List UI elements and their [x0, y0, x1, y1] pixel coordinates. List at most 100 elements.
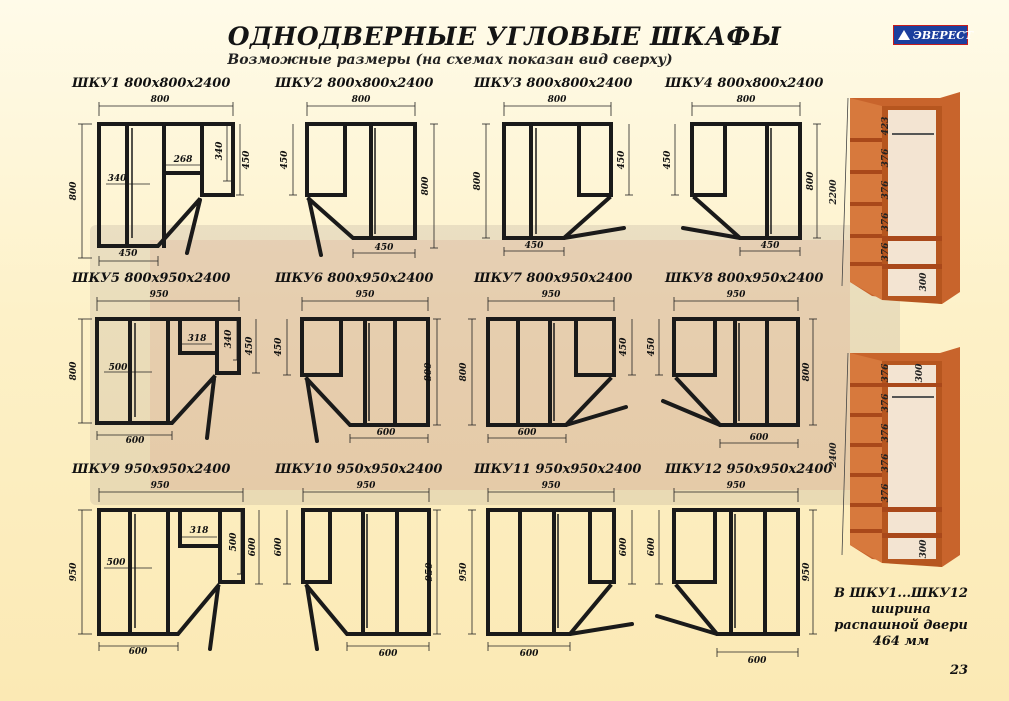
scheme-caption: ШКУ10 950x950x2400	[275, 462, 443, 477]
scheme-caption: ШКУ6 800x950x2400	[275, 271, 434, 286]
dim-a: 268	[173, 155, 194, 165]
dim-depth: 950	[459, 562, 469, 582]
logo-text: ЭВЕРЕСТ	[913, 28, 974, 42]
scheme-card: ШКУ4 800x800x2400 800 800 450 450	[663, 76, 855, 271]
scheme-caption: ШКУ11 950x950x2400	[474, 462, 642, 477]
dim-c: 450	[274, 337, 284, 357]
dim-c: 450	[647, 337, 657, 357]
dim-b: 500	[229, 532, 239, 552]
dim-depth: 950	[69, 562, 79, 582]
dim-b: 340	[224, 329, 234, 349]
dim-d: 500	[107, 558, 127, 568]
wardrobe-2400-render: 2400 376 300 376 376 376 376 300	[829, 347, 960, 567]
scheme-plan: 950 950 318 500 600 500 600	[69, 481, 263, 657]
dim-e: 450	[761, 241, 781, 251]
scheme-plan: 800 800 450 450	[473, 95, 633, 256]
dim-e: 600	[126, 436, 146, 446]
scheme-plan: 800 800 450 450	[280, 95, 438, 258]
dim-width: 800	[151, 95, 171, 105]
dim-b: 340	[215, 141, 225, 161]
height-label: 2400	[829, 442, 839, 469]
dim-width: 800	[548, 95, 568, 105]
dim-e: 450	[119, 249, 139, 259]
scheme-caption: ШКУ5 800x950x2400	[72, 271, 231, 286]
dim-e: 600	[129, 647, 149, 657]
shelf-label: 300	[919, 539, 929, 559]
dim-width: 950	[727, 481, 747, 491]
dim-depth: 800	[424, 362, 434, 382]
page-subtitle: Возможные размеры (на схемах показан вид…	[227, 52, 673, 68]
scheme-card: ШКУ1 800x800x2400 800 800 268 340 450 34…	[69, 76, 262, 271]
shelf-label: 376	[881, 393, 891, 413]
dim-c: 450	[619, 337, 629, 357]
dim-c: 450	[617, 150, 627, 170]
mountain-icon	[898, 30, 910, 40]
scheme-caption: ШКУ7 800x950x2400	[474, 271, 633, 286]
dim-c: 600	[274, 537, 284, 557]
dim-a: 318	[188, 334, 208, 344]
shelf-label: 376	[881, 212, 891, 232]
scheme-card: ШКУ5 800x950x2400 950 800 318 340 450 50…	[69, 271, 262, 466]
dim-c: 450	[663, 150, 673, 170]
shelf-label: 376	[881, 242, 891, 262]
shelf-label: 376	[881, 423, 891, 443]
page-number: 23	[950, 663, 969, 678]
height-label: 2200	[829, 179, 839, 206]
scheme-caption: ШКУ3 800x800x2400	[474, 76, 633, 91]
scheme-plan: 950 950 600 600	[274, 481, 441, 659]
wardrobe-2200-render: 2200 423 376 376 376 376 300	[829, 92, 960, 304]
dim-width: 950	[357, 481, 377, 491]
dim-c: 600	[619, 537, 629, 557]
scheme-card: ШКУ12 950x950x2400 950 950 600 600	[647, 462, 855, 666]
dim-width: 950	[727, 290, 747, 300]
scheme-plan: 950 950 600 600	[459, 481, 636, 659]
dim-width: 950	[356, 290, 376, 300]
note-line: ширина	[871, 602, 931, 617]
shelf-label: 423	[881, 117, 891, 136]
scheme-caption: ШКУ9 950x950x2400	[72, 462, 231, 477]
dim-width: 950	[542, 481, 562, 491]
scheme-card: ШКУ11 950x950x2400 950 950 600 600	[459, 462, 664, 659]
dim-depth: 800	[69, 181, 79, 201]
dim-e: 600	[379, 649, 399, 659]
scheme-caption: ШКУ4 800x800x2400	[665, 76, 824, 91]
dim-width: 800	[737, 95, 757, 105]
dim-e: 600	[748, 656, 768, 666]
scheme-card: ШКУ6 800x950x2400 950 800 450 600	[274, 271, 465, 466]
dim-width: 800	[352, 95, 372, 105]
dim-e: 600	[750, 433, 770, 443]
dim-e: 600	[518, 428, 538, 438]
dim-c: 450	[280, 150, 290, 170]
scheme-caption: ШКУ1 800x800x2400	[72, 76, 231, 91]
dim-d: 500	[109, 363, 129, 373]
scheme-caption: ШКУ8 800x950x2400	[665, 271, 824, 286]
dim-e: 600	[520, 649, 540, 659]
scheme-plan: 950 800 318 340 450 500 600	[69, 290, 260, 446]
scheme-plan: 950 950 600 600	[647, 481, 817, 666]
dim-width: 950	[150, 290, 170, 300]
note-line: 464 мм	[872, 634, 930, 649]
scheme-card: ШКУ7 800x950x2400 950 800 450 600	[459, 271, 664, 466]
dim-c: 450	[245, 336, 255, 356]
scheme-caption: ШКУ2 800x800x2400	[275, 76, 434, 91]
dim-c: 600	[647, 537, 657, 557]
dim-e: 450	[525, 241, 545, 251]
dim-width: 950	[542, 290, 562, 300]
shelf-label: 376	[881, 180, 891, 200]
dim-e: 600	[377, 428, 397, 438]
dim-c: 600	[248, 537, 258, 557]
brand-logo: ЭВЕРЕСТ	[893, 25, 973, 45]
scheme-card: ШКУ9 950x950x2400 950 950 318 500 600 50…	[69, 462, 263, 657]
dim-depth: 800	[69, 361, 79, 381]
dim-a: 318	[190, 526, 210, 536]
scheme-card: ШКУ3 800x800x2400 800 800 450 450	[473, 76, 664, 271]
scheme-card: ШКУ2 800x800x2400 800 800 450 450	[275, 76, 465, 271]
dim-depth: 800	[802, 362, 812, 382]
door-width-note: В ШКУ1...ШКУ12 ширина распашной двери 46…	[826, 586, 976, 650]
dim-e: 450	[375, 243, 395, 253]
dim-depth: 800	[806, 171, 816, 191]
scheme-plan: 800 800 450 450	[663, 95, 821, 256]
dim-c: 450	[242, 150, 252, 170]
scheme-plan: 800 800 268 340 450 340 450	[69, 95, 252, 266]
note-line: распашной двери	[834, 618, 968, 633]
